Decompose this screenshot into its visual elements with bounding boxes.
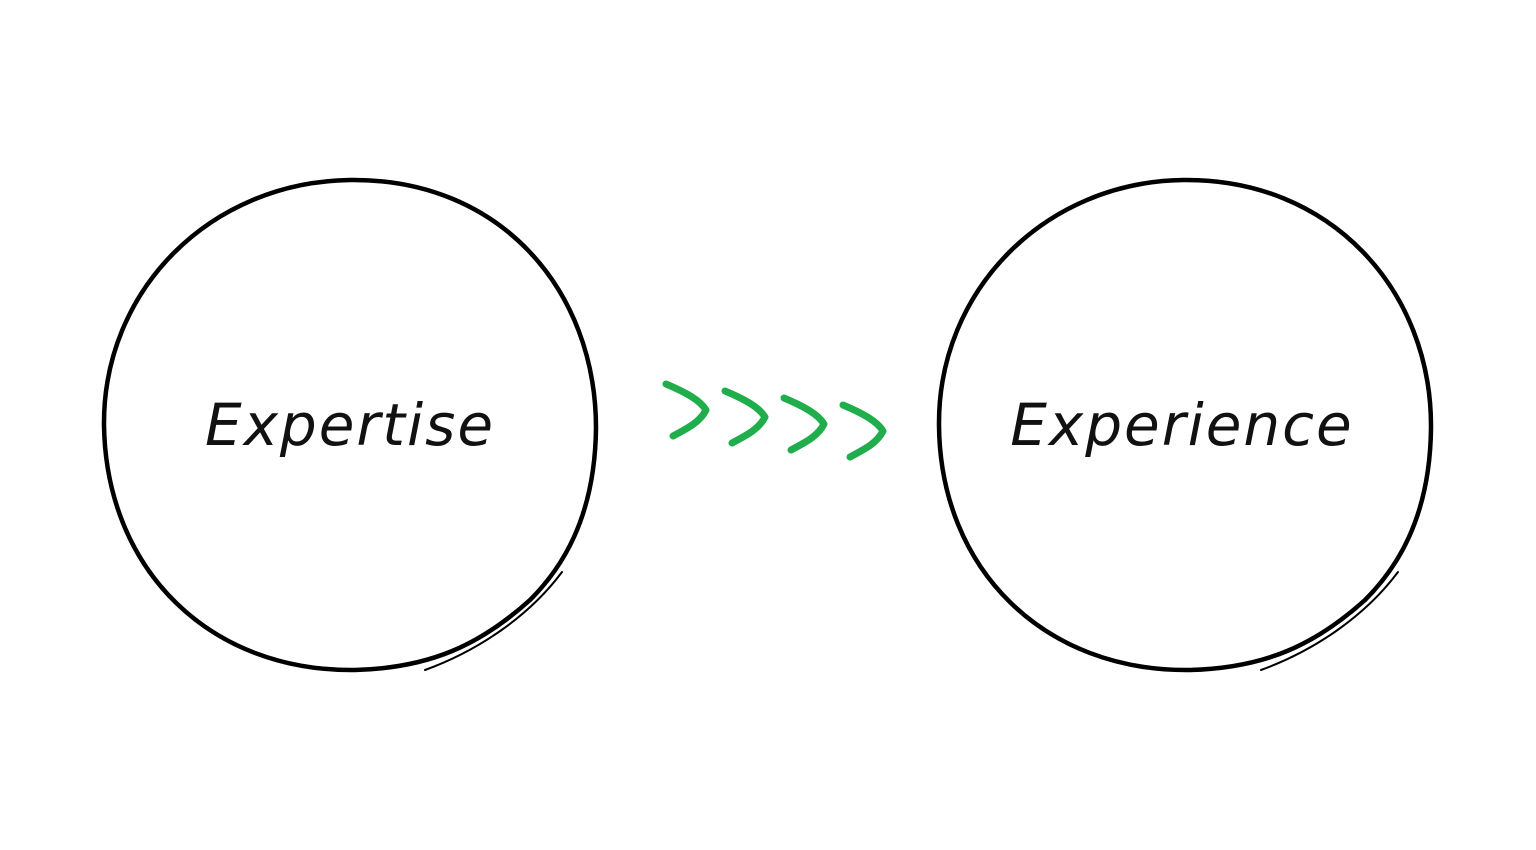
experience-label: Experience [1010,391,1354,459]
expertise-label: Expertise [204,391,496,459]
arrow-chevrons-icon [662,380,887,461]
experience-circle [936,177,1434,673]
expertise-circle [101,177,599,673]
